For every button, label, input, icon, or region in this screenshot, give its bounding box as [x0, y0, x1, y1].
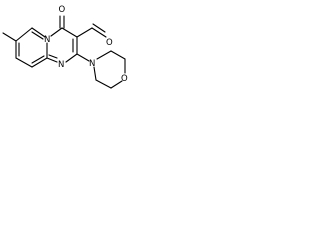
aldehyde-co-bond-double	[92, 23, 106, 33]
bond-c4-c3	[61, 27, 78, 38]
morph-bond-n-ca	[96, 50, 112, 60]
structure-svg: O O N N N O	[2, 5, 128, 89]
bond-c8-c9	[31, 57, 48, 68]
morph-bond-o-cc	[110, 80, 123, 89]
bond-n3-c9-double	[48, 54, 58, 59]
morpholine-link-bond	[76, 53, 90, 62]
bond-c8-c9-double	[31, 55, 45, 64]
morpholine-nitrogen-label: N	[89, 59, 95, 69]
bond-c5-c5-double	[31, 31, 44, 40]
bond-n3-c9	[46, 57, 58, 63]
carbonyl-oxygen-label: O	[59, 5, 66, 15]
pyridine-nitrogen-label: N	[44, 35, 50, 45]
pyrimidine-ring	[46, 27, 78, 63]
pyrimidine-nitrogen-label: N	[58, 60, 64, 70]
bond-c7-c8	[15, 57, 33, 68]
morpholine-ring	[93, 50, 126, 89]
bond-c5-c6	[15, 27, 33, 42]
molecule-diagram: O O N N N O	[0, 0, 144, 98]
pyridine-ring	[15, 27, 48, 68]
aldehyde-co-bond	[91, 27, 107, 38]
bond-n1-c5	[31, 27, 46, 38]
bond-c2-n3	[65, 53, 78, 63]
morph-bond-cc-cd	[95, 79, 112, 89]
morph-bond-cd-n	[93, 66, 97, 81]
bond-n1-c4	[50, 27, 63, 37]
aldehyde-chain-bond	[76, 27, 93, 38]
methyl-bond	[2, 32, 17, 42]
aldehyde-oxygen-label: O	[106, 38, 113, 48]
morpholine-oxygen-label: O	[121, 74, 128, 84]
morph-bond-ca-cb	[110, 50, 126, 60]
